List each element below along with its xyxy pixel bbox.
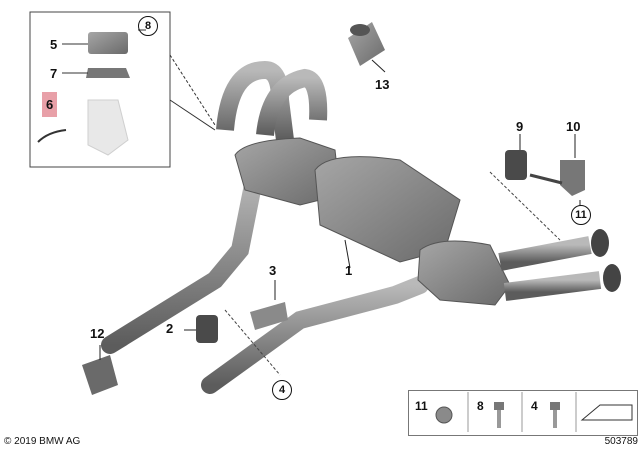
part-2-rubber-mount [196,315,218,343]
callout-10: 10 [566,119,581,134]
callout-12: 12 [90,326,105,341]
callout-8: 8 [138,16,158,36]
part-9-rubber-mount [505,150,527,180]
detail-inset-box [29,11,171,168]
part-6-ghost [87,99,129,156]
callout-1: 1 [345,263,353,278]
tailpipe-tip-upper [591,229,609,257]
legend-bolt-4-icon [550,402,560,410]
leader-9-10-dash [489,171,561,241]
fastener-legend: 11 8 4 [408,390,638,436]
part-5-holder [88,32,128,54]
part-10-bolt [529,173,563,185]
part-10-bracket [560,160,585,196]
legend-arrow-icon [580,404,633,421]
legend-bolt-8-shaft [497,410,501,428]
legend-bolt-8-icon [494,402,504,410]
callout-2: 2 [166,321,174,336]
part-3-bracket [250,302,288,330]
callout-11: 11 [571,205,591,225]
callout-7: 7 [50,66,58,81]
tailpipe-tip-lower [603,264,621,292]
part-13-tip-opening [350,24,370,36]
copyright-text: © 2019 BMW AG [4,436,81,447]
upper-pipe-2 [256,68,328,137]
callout-6: 6 [42,92,58,117]
rear-muffler-right [417,240,511,306]
callout-3: 3 [269,263,277,278]
legend-label-8: 8 [477,399,484,413]
diagram-id: 503789 [604,436,638,447]
front-pipe-right [201,276,429,394]
callout-5: 5 [50,37,58,52]
tailpipe-upper [498,236,592,271]
leader-2-4-dash [224,309,281,376]
legend-label-4: 4 [531,399,538,413]
part-12-clamp [82,355,118,395]
legend-bolt-4-shaft [553,410,557,428]
callout-13: 13 [375,77,390,92]
tailpipe-lower [503,271,602,301]
callout-9: 9 [516,119,524,134]
legend-nut-icon [435,406,453,424]
legend-label-11: 11 [415,399,428,413]
part-7-damper [86,68,130,78]
callout-4: 4 [272,380,292,400]
part-6-clip [37,129,67,143]
